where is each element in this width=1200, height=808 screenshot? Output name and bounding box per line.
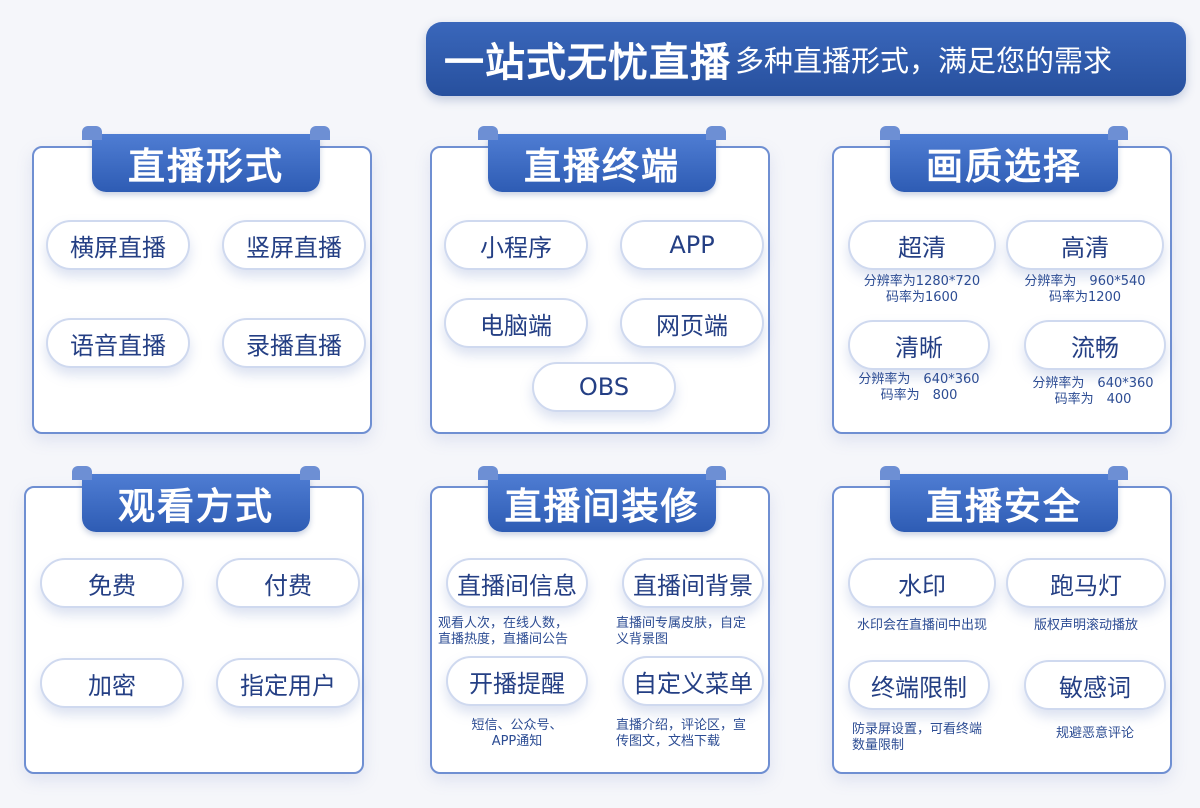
- ultra-hd-resolution: 分辨率为1280*720: [863, 274, 981, 289]
- card-title: 观看方式: [72, 466, 320, 532]
- card-video-quality: 画质选择 超清 分辨率为1280*720 码率为1600 高清 分辨率为 960…: [832, 126, 1172, 434]
- ultra-hd-bitrate: 码率为1600: [885, 290, 959, 305]
- sensitive-words-desc: 规避恶意评论: [1055, 726, 1134, 741]
- room-background-desc-line2: 义背景图: [616, 632, 669, 647]
- clear-bitrate: 码率为 800: [880, 388, 958, 403]
- option-audio-live[interactable]: 语音直播: [46, 318, 190, 368]
- custom-menu-desc-line2: 传图文，文档下载: [616, 734, 721, 749]
- card-title: 画质选择: [880, 126, 1128, 192]
- card-title: 直播终端: [478, 126, 726, 192]
- option-room-info[interactable]: 直播间信息: [446, 558, 588, 608]
- smooth-bitrate: 码率为 400: [1054, 392, 1132, 407]
- card-title: 直播间装修: [478, 466, 726, 532]
- card-viewing-mode: 观看方式 免费 付费 加密 指定用户: [24, 466, 364, 774]
- card-title: 直播形式: [82, 126, 330, 192]
- option-free[interactable]: 免费: [40, 558, 184, 608]
- option-specified-users[interactable]: 指定用户: [216, 658, 360, 708]
- card-title: 直播安全: [880, 466, 1128, 532]
- option-start-reminder[interactable]: 开播提醒: [446, 656, 588, 706]
- option-room-background[interactable]: 直播间背景: [622, 558, 764, 608]
- option-paid[interactable]: 付费: [216, 558, 360, 608]
- terminal-limit-desc-line1: 防录屏设置，可看终端: [852, 722, 983, 737]
- option-sensitive-words[interactable]: 敏感词: [1024, 660, 1166, 710]
- smooth-resolution: 分辨率为 640*360: [1032, 376, 1154, 391]
- option-app[interactable]: APP: [620, 220, 764, 270]
- option-portrait-live[interactable]: 竖屏直播: [222, 220, 366, 270]
- option-custom-menu[interactable]: 自定义菜单: [622, 656, 764, 706]
- option-marquee[interactable]: 跑马灯: [1006, 558, 1166, 608]
- option-terminal-limit[interactable]: 终端限制: [848, 660, 990, 710]
- card-live-security: 直播安全 水印 水印会在直播间中出现 跑马灯 版权声明滚动播放 终端限制 防录屏…: [832, 466, 1172, 774]
- hero-banner: 一站式无忧直播 多种直播形式，满足您的需求: [426, 22, 1186, 96]
- option-obs[interactable]: OBS: [532, 362, 676, 412]
- terminal-limit-desc-line2: 数量限制: [852, 738, 905, 753]
- room-info-desc-line1: 观看人次，在线人数，: [438, 616, 569, 631]
- option-web[interactable]: 网页端: [620, 298, 764, 348]
- watermark-desc: 水印会在直播间中出现: [856, 618, 987, 633]
- option-mini-program[interactable]: 小程序: [444, 220, 588, 270]
- room-info-desc-line2: 直播热度，直播间公告: [438, 632, 569, 647]
- hd-bitrate: 码率为1200: [1048, 290, 1122, 305]
- option-recorded-live[interactable]: 录播直播: [222, 318, 366, 368]
- card-live-terminal: 直播终端 小程序 APP 电脑端 网页端 OBS: [430, 126, 770, 434]
- option-clear[interactable]: 清晰: [848, 320, 990, 370]
- card-room-decoration: 直播间装修 直播间信息 观看人次，在线人数， 直播热度，直播间公告 直播间背景 …: [430, 466, 770, 774]
- room-background-desc-line1: 直播间专属皮肤，自定: [616, 616, 747, 631]
- clear-resolution: 分辨率为 640*360: [858, 372, 980, 387]
- custom-menu-desc-line1: 直播介绍，评论区，宣: [616, 718, 747, 733]
- start-reminder-desc-line1: 短信、公众号、: [471, 718, 563, 733]
- banner-subtitle: 多种直播形式，满足您的需求: [735, 44, 1113, 78]
- option-ultra-hd[interactable]: 超清: [848, 220, 996, 270]
- banner-title: 一站式无忧直播: [444, 40, 731, 86]
- hd-resolution: 分辨率为 960*540: [1024, 274, 1146, 289]
- option-pc[interactable]: 电脑端: [444, 298, 588, 348]
- option-smooth[interactable]: 流畅: [1024, 320, 1166, 370]
- card-live-format: 直播形式 横屏直播 竖屏直播 语音直播 录播直播: [32, 126, 372, 434]
- start-reminder-desc-line2: APP通知: [491, 734, 543, 749]
- option-landscape-live[interactable]: 横屏直播: [46, 220, 190, 270]
- option-encrypted[interactable]: 加密: [40, 658, 184, 708]
- marquee-desc: 版权声明滚动播放: [1033, 618, 1138, 633]
- option-hd[interactable]: 高清: [1006, 220, 1164, 270]
- option-watermark[interactable]: 水印: [848, 558, 996, 608]
